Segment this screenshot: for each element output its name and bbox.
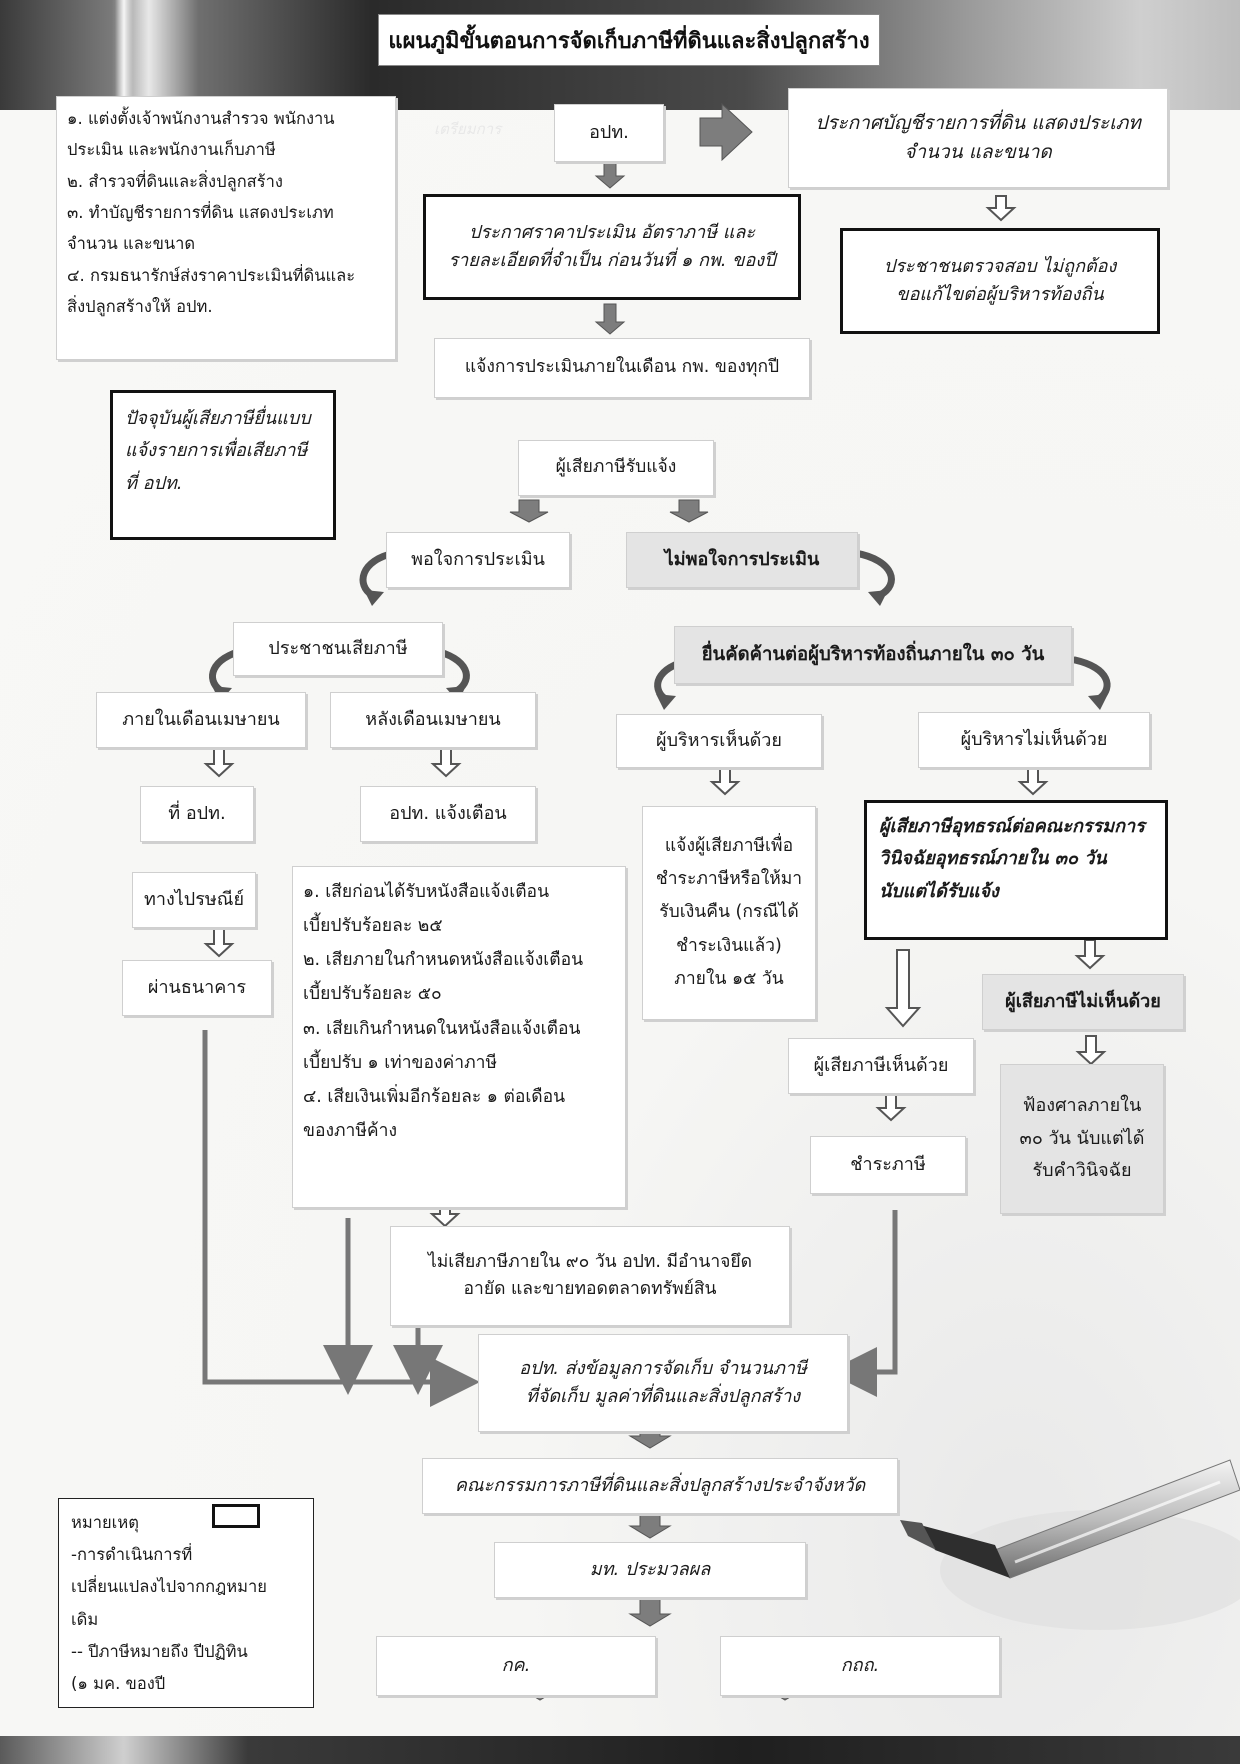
- footer-background: [0, 1736, 1240, 1764]
- legend-line: (๑ มค. ของปี: [71, 1673, 166, 1693]
- appeal-line: นับแต่ได้รับแจ้ง: [879, 880, 999, 902]
- legend-thick-box-icon: [212, 1504, 260, 1528]
- court-line: รับคำวินิจฉัย: [1032, 1160, 1132, 1182]
- appeal-line: ผู้เสียภาษีอุทธรณ์ต่อคณะกรรมการ: [879, 816, 1145, 837]
- penalty-line: เบี้ยปรับ ๑ เท่าของค่าภาษี: [303, 1052, 497, 1073]
- penalty-line: ๔. เสียเงินเพิ่มอีกร้อยละ ๑ ต่อเดือน: [303, 1086, 566, 1107]
- appeal-line: วินิจฉัยอุทธรณ์ภายใน ๓๐ วัน: [879, 848, 1107, 870]
- announce-list-box: ประกาศบัญชีรายการที่ดิน แสดงประเภท จำนวน…: [788, 88, 1168, 188]
- self-file-box: ปัจจุบันผู้เสียภาษียื่นแบบ แจ้งรายการเพื…: [110, 390, 336, 540]
- announce-rate-line: ประกาศราคาประเมิน อัตราภาษี และ: [468, 222, 756, 244]
- page-title: แผนภูมิขั้นตอนการจัดเก็บภาษีที่ดินและสิ่…: [378, 14, 880, 66]
- header-light-streak: [115, 0, 133, 110]
- prep-label: เตรียมการ: [434, 120, 502, 138]
- penalty-line: ๑. เสียก่อนได้รับหนังสือแจ้งเตือน: [303, 882, 550, 902]
- penalty-line: ๓. เสียเกินกำหนดในหนังสือแจ้งเตือน: [303, 1018, 581, 1039]
- public-check-box: ประชาชนตรวจสอบ ไม่ถูกต้อง ขอแก้ไขต่อผู้บ…: [840, 228, 1160, 334]
- send-data-line: ที่จัดเก็บ มูลค่าที่ดินและสิ่งปลูกสร้าง: [525, 1386, 801, 1407]
- refund-line: แจ้งผู้เสียภาษีเพื่อ: [664, 835, 794, 856]
- penalty-line: ของภาษีค้าง: [303, 1120, 397, 1141]
- prep-steps-box: ๑. แต่งตั้งเจ้าพนักงานสำรวจ พนักงาน ประเ…: [56, 96, 396, 360]
- send-data-line: อปท. ส่งข้อมูลการจัดเก็บ จำนวนภาษี: [519, 1358, 807, 1380]
- exec-agree-box: ผู้บริหารเห็นด้วย: [616, 714, 822, 768]
- unsatisfied-box: ไม่พอใจการประเมิน: [626, 532, 858, 588]
- refund-line: รับเงินคืน (กรณีได้: [659, 902, 799, 923]
- within-april-box: ภายในเดือนเมษายน: [96, 692, 306, 748]
- legend-line: -- ปีภาษีหมายถึง ปีปฏิทิน: [71, 1641, 248, 1661]
- prep-step-line: จำนวน และขนาด: [67, 234, 196, 254]
- prep-step-line: ๓. ทำบัญชีรายการที่ดิน แสดงประเภท: [67, 203, 334, 223]
- people-pay-box: ประชาชนเสียภาษี: [233, 622, 443, 676]
- prep-step-line: ๔. กรมธนารักษ์ส่งราคาประเมินที่ดินและ: [67, 265, 356, 285]
- taxpayer-agree-box: ผู้เสียภาษีเห็นด้วย: [788, 1038, 974, 1094]
- by-post-box: ทางไปรษณีย์: [132, 872, 256, 928]
- legend-line: เดิม: [71, 1609, 99, 1629]
- send-data-box: อปท. ส่งข้อมูลการจัดเก็บ จำนวนภาษี ที่จั…: [478, 1334, 848, 1432]
- court-line: ๓๐ วัน นับแต่ได้: [1019, 1127, 1145, 1149]
- appeal-box: ผู้เสียภาษีอุทธรณ์ต่อคณะกรรมการ วินิจฉัย…: [864, 800, 1168, 940]
- seize-box: ไม่เสียภาษีภายใน ๙๐ วัน อปท. มีอำนาจยึด …: [390, 1226, 790, 1326]
- objection-box: ยื่นคัดค้านต่อผู้บริหารท้องถิ่นภายใน ๓๐ …: [674, 626, 1072, 684]
- satisfied-box: พอใจการประเมิน: [386, 532, 570, 588]
- legend-line: -การดำเนินการที่: [71, 1545, 193, 1565]
- taxpayer-disagree-box: ผู้เสียภาษีไม่เห็นด้วย: [982, 974, 1184, 1030]
- taxpayer-notified-box: ผู้เสียภาษีรับแจ้ง: [518, 440, 714, 496]
- kor-kor-thor-box: กถถ.: [720, 1636, 1000, 1696]
- after-april-box: หลังเดือนเมษายน: [330, 692, 536, 748]
- via-bank-box: ผ่านธนาคาร: [122, 960, 272, 1016]
- refund-line: ชำระภาษีหรือให้มา: [655, 869, 803, 890]
- aporpor-notify-box: อปท. แจ้งเตือน: [360, 786, 536, 842]
- announce-list-line: ประกาศบัญชีรายการที่ดิน แสดงประเภท: [815, 111, 1141, 134]
- prep-step-line: สิ่งปลูกสร้างให้ อปท.: [67, 297, 213, 317]
- down-arrow-icon: [594, 159, 626, 189]
- legend-title: หมายเหตุ: [71, 1513, 139, 1532]
- kor-kor-box: กค.: [376, 1636, 656, 1696]
- court-line: ฟ้องศาลภายใน: [1022, 1095, 1142, 1117]
- notify-assess-box: แจ้งการประเมินภายในเดือน กพ. ของทุกปี: [434, 338, 810, 398]
- refund-line: ภายใน ๑๕ วัน: [674, 968, 784, 989]
- prep-step-line: ๑. แต่งตั้งเจ้าพนักงานสำรวจ พนักงาน: [67, 109, 335, 128]
- at-aporpor-box: ที่ อปท.: [140, 786, 254, 842]
- court-box: ฟ้องศาลภายใน ๓๐ วัน นับแต่ได้ รับคำวินิจ…: [1000, 1064, 1164, 1214]
- aporpor-top-box: อปท.: [554, 104, 664, 162]
- self-file-line: ที่ อปท.: [125, 472, 183, 494]
- moi-box: มท. ประมวลผล: [494, 1542, 806, 1598]
- refund-box: แจ้งผู้เสียภาษีเพื่อ ชำระภาษีหรือให้มา ร…: [642, 806, 816, 1020]
- announce-list-line: จำนวน และขนาด: [904, 141, 1052, 163]
- public-check-line: ขอแก้ไขต่อผู้บริหารท้องถิ่น: [896, 284, 1104, 305]
- prep-step-line: ประเมิน และพนักงานเก็บภาษี: [67, 140, 276, 160]
- pay-tax-box: ชำระภาษี: [810, 1136, 966, 1194]
- fountain-pen-icon: [900, 1459, 1240, 1630]
- penalty-line: เบี้ยปรับร้อยละ ๕๐: [303, 984, 442, 1005]
- penalty-line: ๒. เสียภายในกำหนดหนังสือแจ้งเตือน: [303, 950, 584, 971]
- legend-box: หมายเหตุ -การดำเนินการที่ เปลี่ยนแปลงไปจ…: [58, 1498, 314, 1708]
- announce-rate-box: ประกาศราคาประเมิน อัตราภาษี และ รายละเอี…: [423, 194, 801, 300]
- penalty-line: เบี้ยปรับร้อยละ ๒๕: [303, 916, 443, 937]
- legend-line: เปลี่ยนแปลงไปจากกฎหมาย: [71, 1577, 267, 1597]
- public-check-line: ประชาชนตรวจสอบ ไม่ถูกต้อง: [883, 256, 1117, 278]
- self-file-line: แจ้งรายการเพื่อเสียภาษี: [125, 440, 308, 462]
- seize-line: อายัด และขายทอดตลาดทรัพย์สิน: [463, 1279, 717, 1299]
- refund-line: ชำระเงินแล้ว): [676, 935, 782, 956]
- self-file-line: ปัจจุบันผู้เสียภาษียื่นแบบ: [125, 408, 311, 429]
- exec-disagree-box: ผู้บริหารไม่เห็นด้วย: [918, 712, 1150, 768]
- announce-rate-line: รายละเอียดที่จำเป็น ก่อนวันที่ ๑ กพ. ของ…: [448, 250, 776, 271]
- right-arrow-icon: [699, 102, 753, 162]
- prep-step-line: ๒. สำรวจที่ดินและสิ่งปลูกสร้าง: [67, 171, 283, 191]
- provincial-committee-box: คณะกรรมการภาษีที่ดินและสิ่งปลูกสร้างประจ…: [422, 1458, 898, 1514]
- seize-line: ไม่เสียภาษีภายใน ๙๐ วัน อปท. มีอำนาจยึด: [427, 1251, 753, 1272]
- penalties-box: ๑. เสียก่อนได้รับหนังสือแจ้งเตือน เบี้ยป…: [292, 866, 626, 1208]
